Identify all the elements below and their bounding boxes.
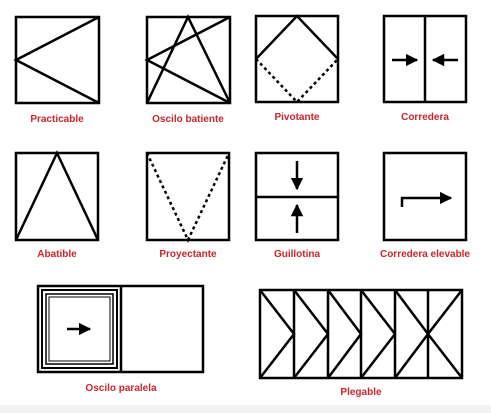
practicable-window-icon (13, 15, 101, 105)
oscilo-batiente-window-icon (144, 14, 232, 105)
oscilo-batiente-label: Oscilo batiente (152, 114, 224, 125)
abatible-window-icon (14, 150, 100, 242)
corredera-elevable-label: Corredera elevable (380, 249, 470, 260)
plegable-label: Plegable (340, 387, 382, 398)
corredera-window-icon (382, 14, 468, 104)
corredera-label: Corredera (401, 112, 449, 123)
proyectante-window-icon (145, 151, 231, 243)
practicable-label: Practicable (30, 114, 84, 125)
pivotante-label: Pivotante (274, 112, 319, 123)
pivotante-window-icon (254, 14, 340, 104)
oscilo-paralela-window-icon (36, 284, 205, 374)
guillotina-window-icon (254, 151, 340, 242)
oscilo-paralela-label: Oscilo paralela (85, 383, 157, 394)
guillotina-label: Guillotina (274, 249, 321, 260)
plegable-window-icon (258, 288, 464, 380)
proyectante-label: Proyectante (159, 249, 217, 260)
abatible-label: Abatible (37, 249, 77, 260)
bottom-strip (0, 405, 491, 413)
corredera-elevable-window-icon (382, 151, 468, 242)
